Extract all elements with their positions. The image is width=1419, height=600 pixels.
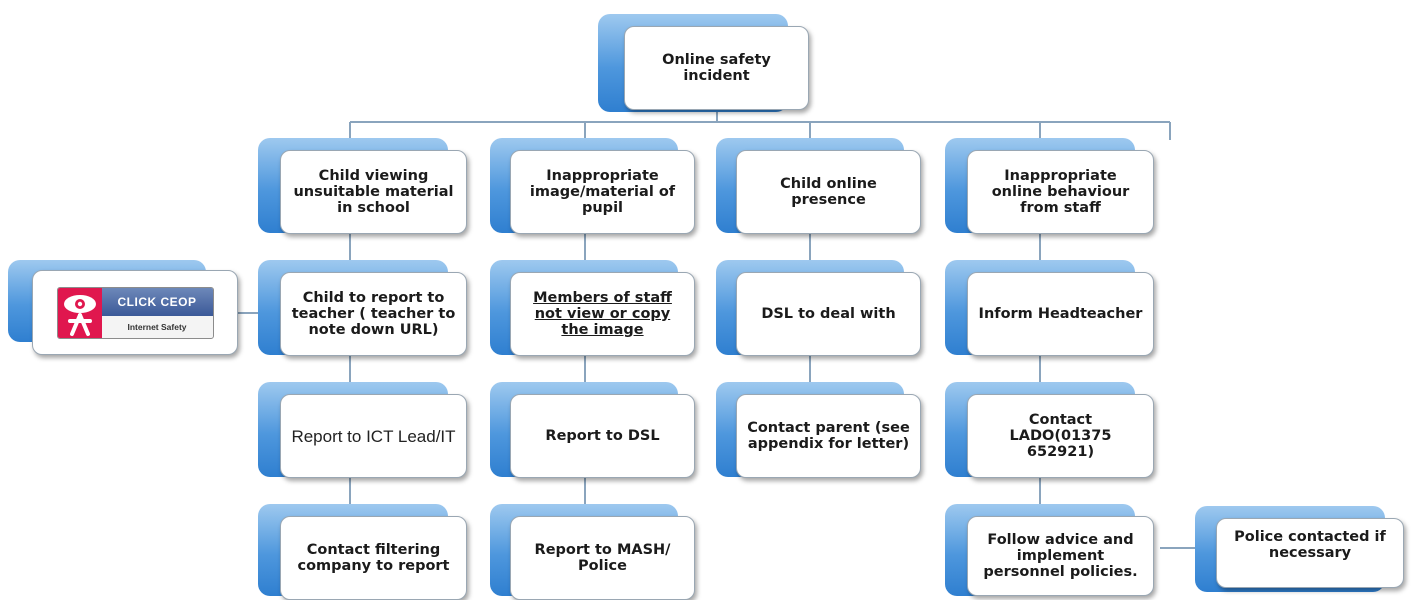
header-label: Inappropriate online behaviour from staf… xyxy=(991,168,1130,216)
step-label: Contact filtering company to report xyxy=(297,542,450,574)
header-label: Child viewing unsuitable material in sch… xyxy=(293,168,454,216)
ceop-badge[interactable]: CLICK CEOP Internet Safety xyxy=(56,286,214,339)
step-label: Members of staff not view or copy the im… xyxy=(533,290,672,338)
step-label: Child to report to teacher ( teacher to … xyxy=(291,290,456,338)
header-label: Inappropriate image/material of pupil xyxy=(529,168,676,216)
header-label: Child online presence xyxy=(780,176,877,208)
ceop-brand: CLICK CEOP xyxy=(101,287,213,316)
step-label: Contact parent (see appendix for letter) xyxy=(747,420,910,452)
ceop-tagline: Internet Safety xyxy=(127,321,187,332)
police-label: Police contacted if necessary xyxy=(1234,529,1386,561)
step-label: Inform Headteacher xyxy=(978,306,1143,322)
ceop-eye-logo-icon xyxy=(57,287,102,338)
step-label: Report to ICT Lead/IT xyxy=(291,426,456,446)
step-label: Report to DSL xyxy=(545,428,660,444)
step-label: DSL to deal with xyxy=(761,306,896,322)
step-label: Follow advice and implement personnel po… xyxy=(983,532,1138,580)
step-label: Report to MASH/ Police xyxy=(534,542,671,574)
step-label: Contact LADO(01375 652921) xyxy=(1009,412,1112,460)
root-label: Online safety incident xyxy=(662,52,771,84)
